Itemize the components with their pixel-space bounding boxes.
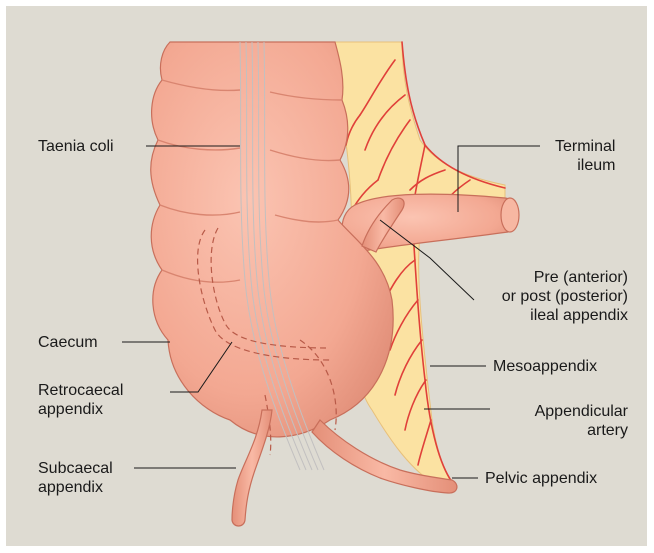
label-appendicular-line1: Appendicular — [496, 402, 628, 421]
label-pre-post-line3: ileal appendix — [482, 306, 628, 325]
label-mesoappendix: Mesoappendix — [493, 357, 597, 376]
label-subcaecal-line2: appendix — [38, 478, 113, 497]
label-pre-post-line1: Pre (anterior) — [482, 268, 628, 287]
label-retrocaecal-line1: Retrocaecal — [38, 381, 123, 400]
label-retrocaecal: Retrocaecal appendix — [38, 381, 123, 419]
label-appendicular-line2: artery — [496, 421, 628, 440]
label-subcaecal-line1: Subcaecal — [38, 459, 113, 478]
label-subcaecal: Subcaecal appendix — [38, 459, 113, 497]
label-taenia-coli: Taenia coli — [38, 137, 114, 156]
label-appendicular-artery: Appendicular artery — [496, 402, 628, 440]
label-retrocaecal-line2: appendix — [38, 400, 123, 419]
ileum-opening — [501, 198, 519, 232]
label-terminal-ileum-line1: Terminal — [555, 137, 615, 156]
label-pre-post-ileal: Pre (anterior) or post (posterior) ileal… — [482, 268, 628, 325]
label-caecum: Caecum — [38, 333, 98, 352]
label-pre-post-line2: or post (posterior) — [482, 287, 628, 306]
label-terminal-ileum-line2: ileum — [555, 156, 615, 175]
label-pelvic-appendix: Pelvic appendix — [485, 469, 597, 488]
label-terminal-ileum: Terminal ileum — [555, 137, 615, 175]
